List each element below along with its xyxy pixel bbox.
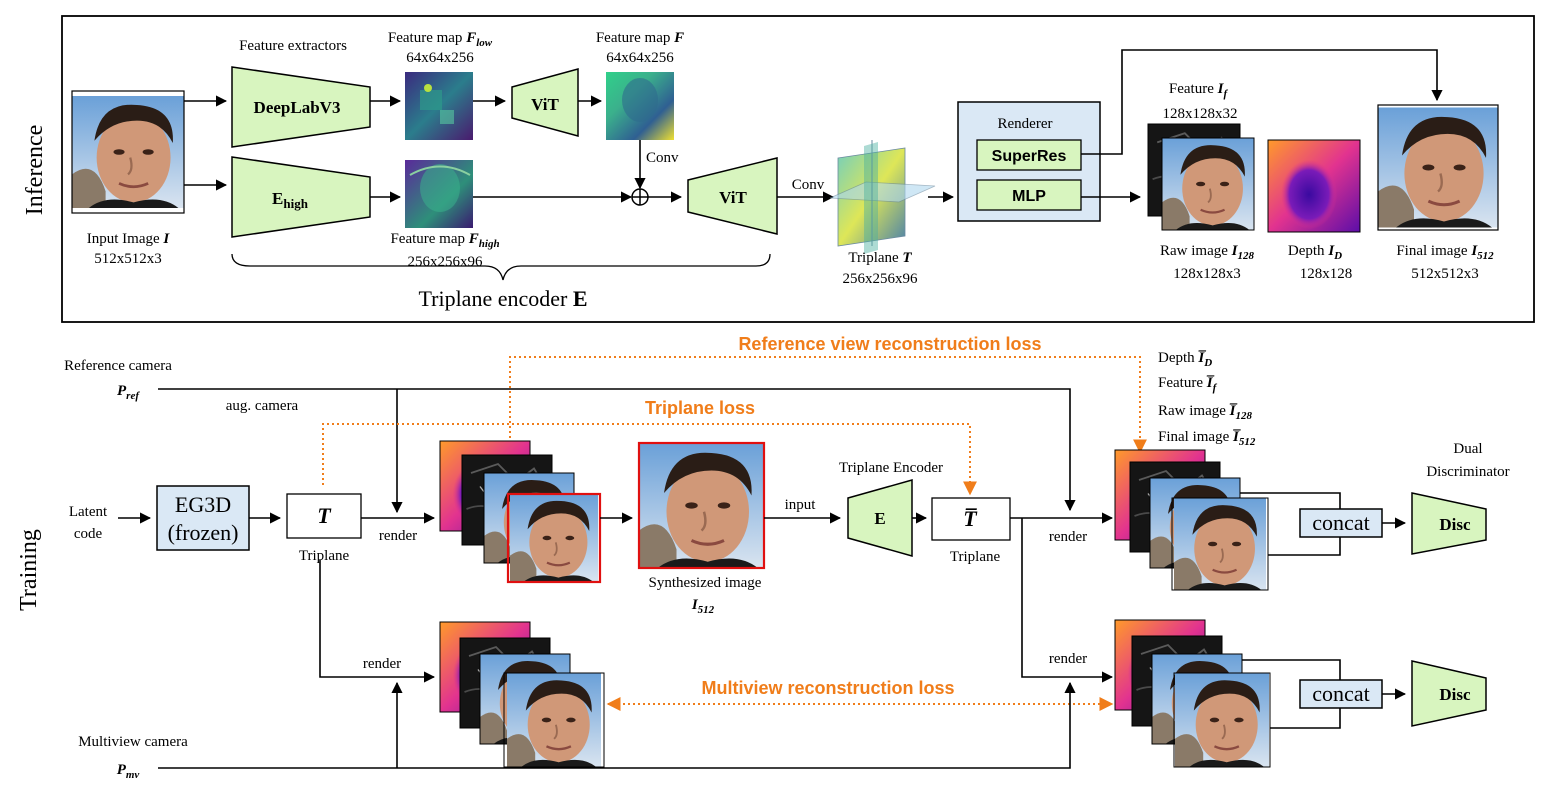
input-image-caption: Input Image I	[87, 231, 171, 247]
render-stack-mv	[439, 621, 605, 768]
conv2-label: Conv	[792, 177, 825, 193]
loss-multiview-label: Multiview reconstruction loss	[701, 678, 954, 698]
triplane-tbar-box	[931, 497, 1011, 541]
output-stack-mv	[1114, 619, 1271, 768]
triplane-t-caption: Triplane	[299, 548, 350, 564]
eg3d-box	[156, 485, 250, 551]
encoder-brace	[231, 253, 771, 281]
aug-camera-label: aug. camera	[226, 398, 299, 414]
inference-panel	[61, 15, 1535, 323]
out-final-label: Final image I̅512	[1158, 429, 1256, 448]
triplane-size: 256x256x96	[843, 271, 919, 287]
input-image	[72, 94, 184, 210]
final-image-caption: Final image I512	[1396, 243, 1494, 262]
synthesized-image	[639, 443, 764, 568]
out-depth-label: Depth I̅D	[1158, 350, 1212, 369]
disc-label-1: Disc	[1439, 515, 1471, 534]
ehigh-encoder	[231, 156, 371, 238]
triplane-tbar-caption: Triplane	[950, 549, 1001, 565]
concat-label-2: concat	[1312, 681, 1369, 706]
ehigh-label: Ehigh	[272, 189, 309, 211]
conv-label: Conv	[646, 150, 679, 166]
depth-image	[1268, 140, 1360, 232]
feature-extractors-label: Feature extractors	[239, 38, 347, 54]
triplane-t-box	[286, 493, 362, 539]
loss-ref-path	[509, 356, 1147, 454]
triplane-encoder-label: Triplane Encoder	[839, 460, 943, 476]
final-image-size: 512x512x3	[1411, 266, 1479, 282]
feature-if-size: 128x128x32	[1163, 106, 1238, 122]
mlp-label: MLP	[1012, 188, 1046, 205]
inference-section-label: Inference	[22, 125, 48, 216]
multiview-camera-label: Multiview camera	[78, 734, 188, 750]
eg3d-label-1: EG3D	[175, 492, 231, 517]
training-section-label: Training	[16, 529, 42, 611]
dual-disc-label-2: Discriminator	[1426, 464, 1509, 480]
out-raw-label: Raw image I̅128	[1158, 403, 1253, 422]
renderer-label: Renderer	[998, 116, 1053, 132]
encoder-e-block	[847, 479, 913, 557]
p-mv-label: Pmv	[117, 762, 140, 781]
disc-block-2	[1411, 660, 1487, 727]
fmap-high-caption: Feature map Fhigh	[390, 231, 499, 250]
synth-var: I512	[691, 597, 715, 616]
output-stack-ref	[1114, 449, 1269, 591]
deeplab-encoder	[231, 66, 371, 148]
render-label-2: render	[1049, 529, 1087, 545]
eg3d-label-2: (frozen)	[168, 520, 239, 545]
depth-size: 128x128	[1300, 266, 1353, 282]
raw-image-caption: Raw image I128	[1160, 243, 1255, 262]
latent-label-1: Latent	[69, 504, 108, 520]
triplane-encoder-caption: Triplane encoder E	[418, 286, 587, 311]
encoder-e-label: E	[874, 509, 885, 528]
input-image-size: 512x512x3	[94, 251, 162, 267]
concat-label-1: concat	[1312, 510, 1369, 535]
render-label-3: render	[1049, 651, 1087, 667]
depth-caption: Depth ID	[1288, 243, 1342, 262]
triplane-visual	[829, 140, 936, 254]
superres-label: SuperRes	[992, 148, 1067, 165]
loss-ref-label: Reference view reconstruction loss	[738, 334, 1041, 354]
latent-label-2: code	[74, 526, 103, 542]
render-label-4: render	[363, 656, 401, 672]
fmap-high-size: 256x256x96	[408, 254, 484, 270]
vit-large-label: ViT	[719, 188, 747, 207]
dual-disc-label-1: Dual	[1453, 441, 1482, 457]
final-image-512	[1378, 105, 1498, 230]
vit-large-block	[687, 157, 778, 235]
feature-if-caption: Feature If	[1169, 81, 1229, 100]
deeplab-label: DeepLabV3	[254, 98, 341, 117]
vit-small-label: ViT	[531, 95, 559, 114]
triplane-t-var: T	[317, 503, 332, 528]
render-label-1: render	[379, 528, 417, 544]
raw-image-128	[1162, 138, 1254, 230]
fmap-low-caption: Feature map Flow	[388, 30, 493, 49]
p-ref-label: Pref	[117, 383, 140, 402]
loss-triplane-label: Triplane loss	[645, 398, 755, 418]
loss-triplane-path	[322, 423, 977, 496]
fmap-low-size: 64x64x256	[406, 50, 474, 66]
mlp-block	[976, 179, 1082, 211]
disc-block-1	[1411, 492, 1487, 555]
disc-label-2: Disc	[1439, 685, 1471, 704]
triplane-caption: Triplane T	[848, 250, 912, 266]
input-label: input	[785, 497, 817, 513]
superres-block	[976, 139, 1082, 171]
fmap-size: 64x64x256	[606, 50, 674, 66]
out-feature-label: Feature I̅f	[1158, 375, 1218, 394]
fmap-caption: Feature map F	[596, 30, 684, 46]
add-operator	[631, 188, 649, 206]
raw-image-size: 128x128x3	[1173, 266, 1241, 282]
triplane-tbar-var: T̅	[963, 506, 978, 531]
synth-caption: Synthesized image	[649, 575, 762, 591]
ref-camera-label: Reference camera	[64, 358, 172, 374]
vit-small-block	[511, 68, 579, 137]
render-stack-ref	[439, 440, 602, 584]
